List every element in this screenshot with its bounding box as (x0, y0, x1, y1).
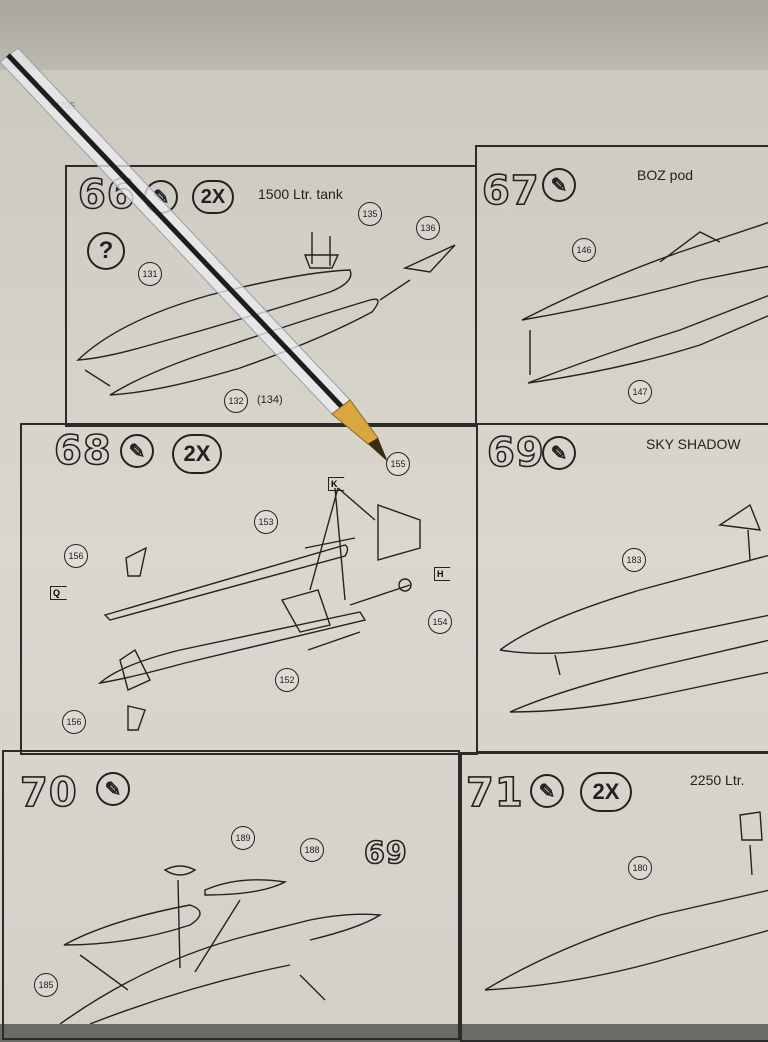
step-number-71: 71 (465, 769, 524, 817)
step-number-67: 67 (481, 167, 540, 215)
part-155: 155 (386, 452, 410, 476)
glue-tube-icon: ✎ (530, 774, 564, 808)
part-180: 180 (628, 856, 652, 880)
part-136: 136 (416, 216, 440, 240)
quantity-badge: 2X (172, 434, 222, 474)
part-146: 146 (572, 238, 596, 262)
part-154: 154 (428, 610, 452, 634)
pod-parts-drawing (59, 865, 383, 1024)
glue-tube-icon: ✎ (120, 434, 154, 468)
drop-tank-drawing (76, 232, 456, 396)
step-number-69: 69 (486, 429, 545, 477)
part-134: (134) (257, 394, 283, 406)
glue-tube-icon: ✎ (542, 168, 576, 202)
boz-pod-drawing (521, 221, 768, 384)
part-153: 153 (254, 510, 278, 534)
part-188: 188 (300, 838, 324, 862)
part-185: 185 (34, 973, 58, 997)
step-67-title: BOZ pod (637, 167, 694, 183)
part-131: 131 (138, 262, 162, 286)
step-66-title: 1500 Ltr. tank (258, 186, 343, 202)
step-number-70: 70 (19, 769, 78, 817)
part-156: 156 (64, 544, 88, 568)
glue-tube-icon: ✎ (542, 436, 576, 470)
ref-step-69: 69 (363, 835, 408, 872)
part-189: 189 (231, 826, 255, 850)
part-156-lower: 156 (62, 710, 86, 734)
tank-2250-drawing (484, 811, 768, 991)
part-135: 135 (358, 202, 382, 226)
part-152: 152 (275, 668, 299, 692)
part-147: 147 (628, 380, 652, 404)
step-number-68: 68 (53, 427, 112, 475)
quantity-badge: 2X (580, 772, 632, 812)
part-183: 183 (622, 548, 646, 572)
quantity-badge: 2X (192, 180, 234, 214)
sky-shadow-drawing (499, 503, 768, 713)
part-132: 132 (224, 389, 248, 413)
step-71-title: 2250 Ltr. (690, 772, 745, 788)
question-icon: ? (87, 232, 125, 270)
step-69-title: SKY SHADOW (646, 436, 741, 452)
missile-drawing (97, 487, 421, 731)
glue-tube-icon: ✎ (96, 772, 130, 806)
